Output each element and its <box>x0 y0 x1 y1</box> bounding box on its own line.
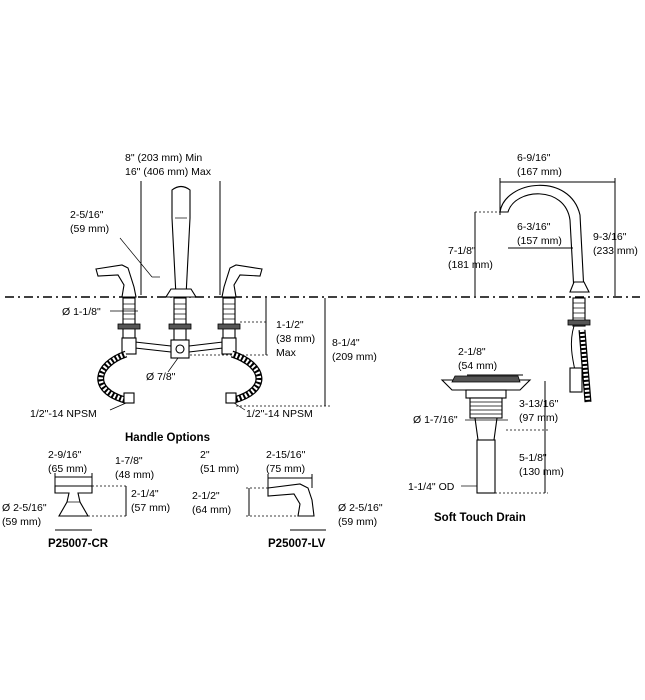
lv-top-mm: (51 mm) <box>200 463 239 475</box>
handle-offset-in: 2-5/16" <box>70 209 104 221</box>
cr-height-mm: (57 mm) <box>131 502 170 514</box>
drain-width-in: 2-1/8" <box>458 346 486 358</box>
right-handle <box>221 264 263 298</box>
handle-offset-mm: (59 mm) <box>70 223 109 235</box>
left-handle <box>95 264 137 298</box>
spread-max-label: 16" (406 mm) Max <box>125 166 212 178</box>
deck-max: Max <box>276 347 297 359</box>
spout-reach-in: 6-3/16" <box>517 221 551 233</box>
drain-title: Soft Touch Drain <box>434 512 526 524</box>
drain-tail-mm: (130 mm) <box>519 466 564 478</box>
drain-assembly <box>440 375 532 494</box>
handle-options-title: Handle Options <box>125 432 210 444</box>
spout-height-in: 7-1/8" <box>448 245 476 257</box>
reach-mm: (167 mm) <box>517 166 562 178</box>
lv-top-in: 2" <box>200 449 210 461</box>
lv-height-mm: (64 mm) <box>192 504 231 516</box>
lv-dia-in: Ø 2-5/16" <box>338 502 383 514</box>
faucet-assembly <box>95 185 263 404</box>
npsm-right: 1/2"-14 NPSM <box>246 408 313 420</box>
below-deck-in: 8-1/4" <box>332 337 360 349</box>
cr-dia-in: Ø 2-5/16" <box>2 502 47 514</box>
cr-model: P25007-CR <box>48 538 109 550</box>
deck-mm: (38 mm) <box>276 333 315 345</box>
below-deck-mm: (209 mm) <box>332 351 377 363</box>
spread-min-label: 8" (203 mm) Min <box>125 152 202 164</box>
spout-side-view <box>499 184 592 403</box>
cr-width-mm: (65 mm) <box>48 463 87 475</box>
drain-tail-in: 5-1/8" <box>519 452 547 464</box>
lv-model: P25007-LV <box>268 538 326 550</box>
lv-length-mm: (75 mm) <box>266 463 305 475</box>
cr-reach-in: 1-7/8" <box>115 455 143 467</box>
drain-depth-mm: (97 mm) <box>519 412 558 424</box>
cr-width-in: 2-9/16" <box>48 449 82 461</box>
lv-length-in: 2-15/16" <box>266 449 306 461</box>
left-shank <box>117 297 141 339</box>
tee-dia-label: Ø 7/8" <box>146 371 176 383</box>
lv-height-in: 2-1/2" <box>192 490 220 502</box>
spout-height-mm: (181 mm) <box>448 259 493 271</box>
drain-depth-in: 3-13/16" <box>519 398 559 410</box>
drain-width-mm: (54 mm) <box>458 360 497 372</box>
base-dia-label: Ø 1-1/8" <box>62 306 101 318</box>
spout-reach-mm: (157 mm) <box>517 235 562 247</box>
total-height-in: 9-3/16" <box>593 231 627 243</box>
cr-height-in: 2-1/4" <box>131 488 159 500</box>
cr-reach-mm: (48 mm) <box>115 469 154 481</box>
cr-dia-mm: (59 mm) <box>2 516 41 528</box>
drain-od: 1-1/4" OD <box>408 481 455 493</box>
right-shank <box>217 297 241 339</box>
center-shank <box>168 297 192 341</box>
lv-dia-mm: (59 mm) <box>338 516 377 528</box>
spout-body <box>171 185 191 297</box>
drain-dia: Ø 1-7/16" <box>413 414 458 426</box>
npsm-left: 1/2"-14 NPSM <box>30 408 97 420</box>
total-height-mm: (233 mm) <box>593 245 638 257</box>
cross-handle <box>54 485 93 517</box>
deck-in: 1-1/2" <box>276 319 304 331</box>
reach-in: 6-9/16" <box>517 152 551 164</box>
lever-handle <box>267 483 315 517</box>
